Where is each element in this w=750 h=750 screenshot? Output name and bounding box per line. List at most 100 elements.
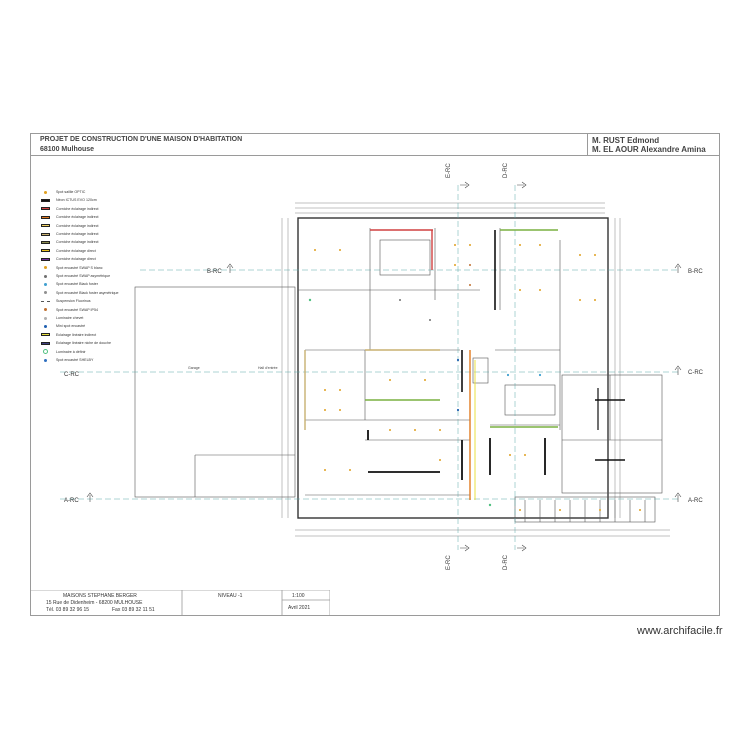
- client-name-1: M. RUST Edmond: [592, 136, 660, 145]
- company-fax: Fax 03 89 32 11 51: [112, 607, 155, 613]
- legend-label: Corniche éclairage indirect: [56, 215, 99, 220]
- company-address: 15 Rue de Didenheim - 68200 MULHOUSE: [46, 600, 143, 606]
- garage-outline: [134, 286, 296, 498]
- bathroom-fixture: [379, 239, 431, 276]
- company-name: MAISONS STEPHANE BERGER: [63, 593, 137, 599]
- legend-label: Eclairage linéaire indirect: [56, 332, 97, 337]
- section-label-b-right: B-RC: [688, 269, 703, 275]
- legend-symbol: [40, 315, 50, 321]
- section-label-b-left: B-RC: [207, 269, 222, 275]
- date-label: Avril 2021: [288, 605, 311, 611]
- title-block-grid: [30, 590, 330, 616]
- legend-symbol: [40, 256, 50, 262]
- legend-item: Luminaire à définir: [40, 348, 86, 356]
- scale-label: 1:100: [292, 593, 305, 599]
- legend-symbol: [40, 323, 50, 329]
- section-arrows: [86, 181, 682, 552]
- legend-item: Corniche éclairage direct: [40, 255, 96, 263]
- section-label-d-bottom: D-RC: [503, 554, 509, 570]
- legend-symbol: [40, 298, 50, 304]
- legend-label: Corniche éclairage direct: [56, 248, 96, 253]
- legend-label: Corniche éclairage direct: [56, 257, 96, 262]
- legend-symbol: [40, 189, 50, 195]
- room-label-garage: Garage: [188, 366, 200, 370]
- legend-label: Eclairage linéaire niche de douche: [56, 341, 111, 346]
- legend-symbol: [40, 265, 50, 271]
- annex-outline: [561, 374, 663, 494]
- legend-label: Spot encastré Black foster asymétrique: [56, 290, 119, 295]
- legend-item: Spot encastré SWAP asymétrique: [40, 272, 110, 280]
- legend-item: Luminaire chevet: [40, 314, 83, 322]
- legend-item: Spot encastré Black foster asymétrique: [40, 289, 119, 297]
- legend-label: Luminaire chevet: [56, 316, 84, 320]
- legend-item: Corniche éclairage indirect: [40, 238, 99, 246]
- company-phone: Tél. 03 89 32 96 15: [46, 607, 90, 613]
- section-label-c-right: C-RC: [688, 370, 704, 376]
- section-label-e-top: E-RC: [446, 163, 452, 178]
- legend-label: Spot encastré SWAP IP54: [56, 307, 98, 312]
- header-divider: [587, 133, 588, 155]
- header-rule: [30, 155, 720, 156]
- legend-label: Néon ICTUS EVO 120cm: [56, 198, 97, 203]
- legend-symbol: [40, 332, 50, 338]
- section-label-d-top: D-RC: [503, 162, 509, 178]
- watermark: www.archifacile.fr: [637, 625, 723, 637]
- legend-item: Néon ICTUS EVO 120cm: [40, 196, 97, 204]
- legend-item: Corniche éclairage indirect: [40, 205, 99, 213]
- legend-symbol: [40, 206, 50, 212]
- legend-item: Suspension Fluorinus: [40, 297, 91, 305]
- legend-item: Spot saillie OPTIC: [40, 188, 85, 196]
- wc: [472, 357, 489, 384]
- lighting-corniches: [304, 229, 625, 500]
- room-label-hall: Hall d'entrée: [258, 366, 278, 370]
- legend-label: Corniche éclairage indirect: [56, 223, 99, 228]
- section-label-e-bottom: E-RC: [446, 555, 452, 570]
- legend-symbol: [40, 231, 50, 237]
- legend-symbol: [40, 290, 50, 296]
- legend-label: Corniche éclairage indirect: [56, 206, 99, 211]
- lighting-spots: [308, 244, 641, 511]
- legend-item: Eclairage linéaire indirect: [40, 331, 96, 339]
- bathroom-fixture: [504, 384, 556, 416]
- section-lines: [60, 185, 680, 550]
- section-label-a-right: A-RC: [688, 498, 703, 504]
- legend-symbol: [40, 223, 50, 229]
- legend-label: Spot encastré SWAP S blanc: [56, 265, 103, 270]
- title-block: MAISONS STEPHANE BERGER 15 Rue de Didenh…: [30, 590, 330, 616]
- legend-item: Mini spot encastré: [40, 322, 85, 330]
- legend-label: Spot saillie OPTIC: [56, 190, 86, 194]
- legend-item: Eclairage linéaire niche de douche: [40, 339, 111, 347]
- plan-outlines: [134, 217, 663, 523]
- legend-symbol: [40, 197, 50, 203]
- section-label-c-left: C-RC: [64, 372, 80, 378]
- legend-item: Corniche éclairage indirect: [40, 230, 99, 238]
- legend-label: Spot encastré SHELBY: [56, 358, 94, 362]
- legend-label: Luminaire à définir: [56, 349, 86, 354]
- legend-label: Spot encastré SWAP asymétrique: [56, 274, 111, 278]
- legend-symbol: [40, 281, 50, 287]
- legend-symbol: [40, 273, 50, 279]
- legend-symbol: [40, 349, 50, 355]
- legend-item: Spot encastré SWAP IP54: [40, 306, 98, 314]
- section-label-a-left: A-RC: [64, 498, 79, 504]
- legend-item: Corniche éclairage direct: [40, 247, 96, 255]
- legend-item: Corniche éclairage indirect: [40, 222, 99, 230]
- legend-symbol: [40, 340, 50, 346]
- legend-item: Corniche éclairage indirect: [40, 213, 99, 221]
- legend-item: Spot encastré SHELBY: [40, 356, 93, 364]
- legend-symbol: [40, 239, 50, 245]
- house-outline: [297, 217, 609, 519]
- level-label: NIVEAU -1: [218, 593, 243, 599]
- legend-item: Spot encastré Black foster: [40, 280, 98, 288]
- project-location: 68100 Mulhouse: [40, 146, 95, 153]
- legend-label: Corniche éclairage indirect: [56, 232, 99, 236]
- legend-item: Spot encastré SWAP S blanc: [40, 264, 103, 272]
- legend-label: Spot encastré Black foster: [56, 282, 98, 287]
- legend-symbol: [40, 357, 50, 363]
- legend-label: Corniche éclairage indirect: [56, 240, 99, 245]
- drawing-sheet: [30, 133, 720, 616]
- dimension-lines: [281, 202, 670, 537]
- legend-symbol: [40, 214, 50, 220]
- legend-label: Mini spot encastré: [56, 324, 86, 329]
